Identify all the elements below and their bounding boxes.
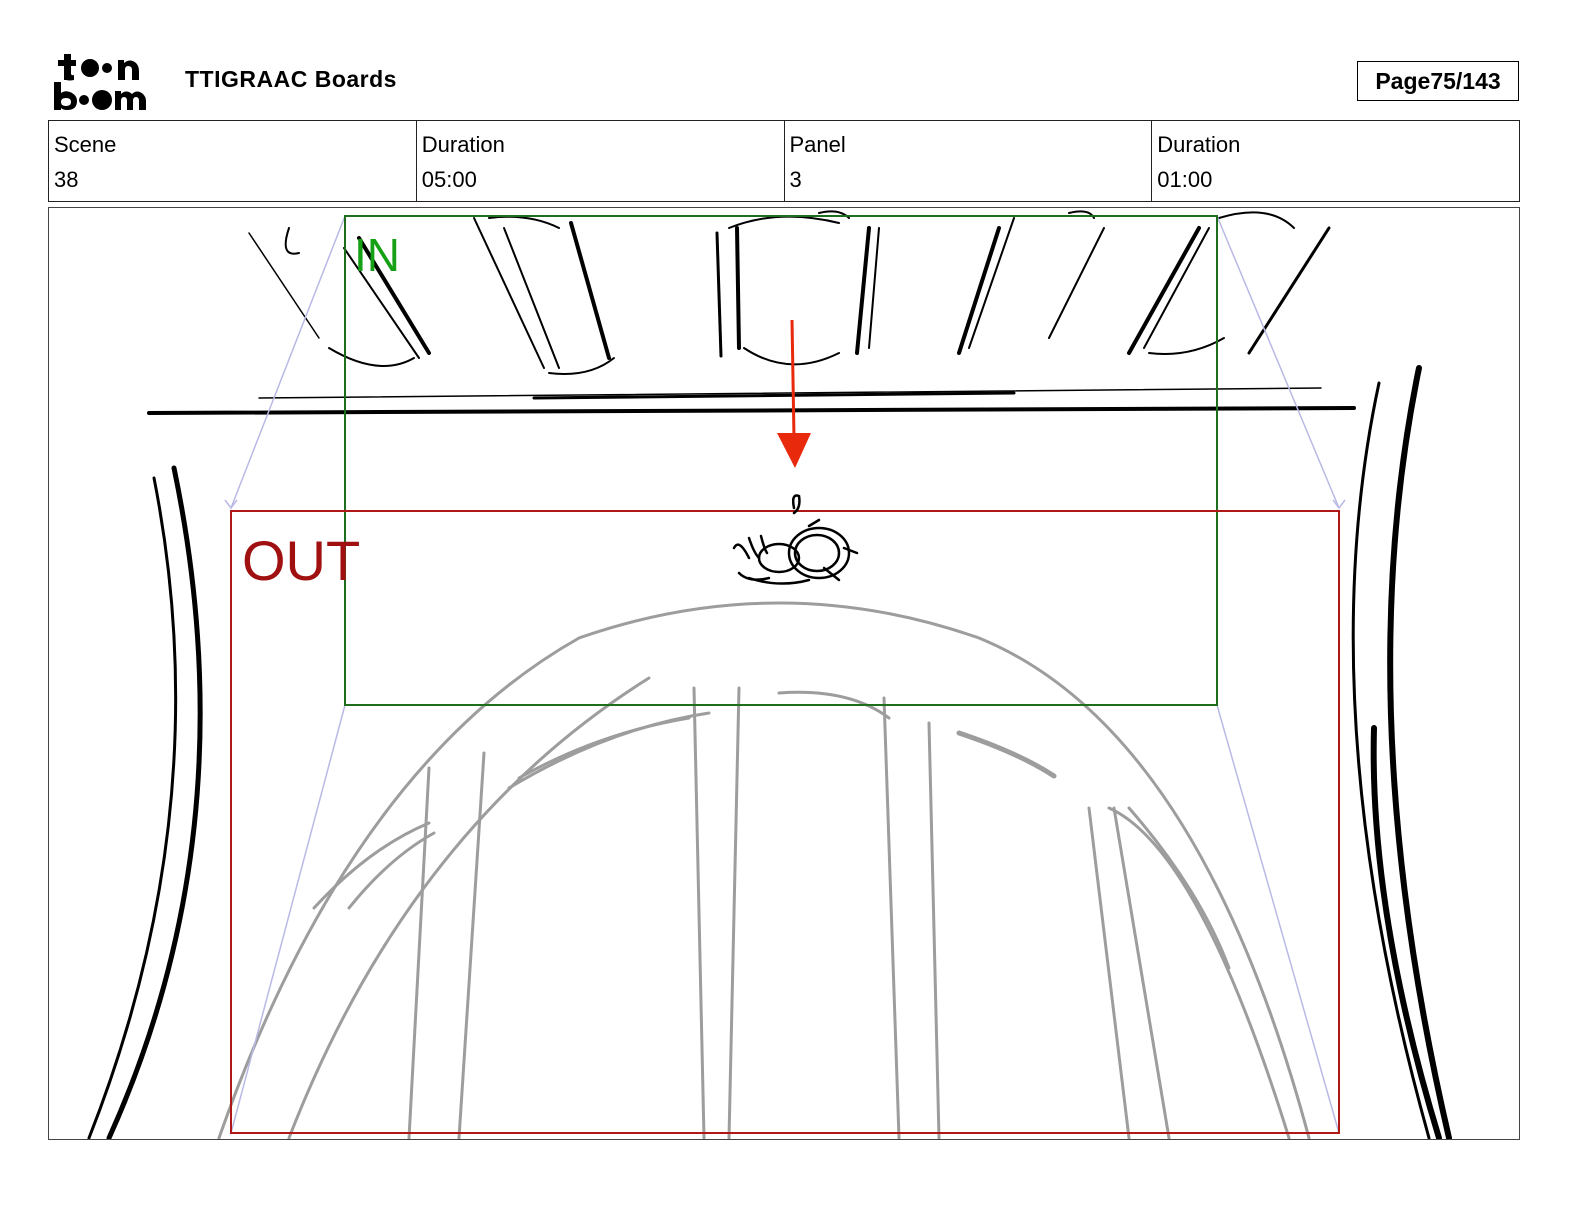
panel-label: Panel	[789, 132, 846, 157]
toonboom-logo-icon	[54, 54, 146, 110]
panel-duration-cell: Duration 01:00	[1152, 121, 1519, 201]
scene-duration-label: Duration	[421, 132, 505, 157]
out-frame-label: OUT	[242, 529, 361, 592]
panel-value: 3	[789, 167, 802, 192]
panel-duration-value: 01:00	[1157, 167, 1213, 192]
background-arch-sketch	[217, 601, 1311, 1139]
panel-duration-label: Duration	[1157, 132, 1241, 157]
page-indicator: Page 75/143	[1357, 61, 1519, 101]
out-camera-frame	[230, 510, 1340, 1134]
tire-tread-sketch	[248, 210, 1331, 375]
in-camera-frame	[344, 215, 1218, 706]
camera-move-lines	[224, 215, 1346, 1134]
in-frame-label: IN	[354, 229, 400, 281]
project-title: TTIGRAAC Boards	[185, 66, 397, 92]
side-tires-sketch	[87, 365, 1452, 1139]
scene-label: Scene	[54, 132, 117, 157]
scene-value: 38	[54, 167, 79, 192]
panel-cell: Panel 3	[785, 121, 1153, 201]
scene-cell: Scene 38	[49, 121, 417, 201]
red-arrow-icon	[777, 319, 811, 468]
storyboard-panel: IN OUT	[48, 207, 1520, 1140]
panel-info-table: Scene 38 Duration 05:00 Panel 3 Duration…	[48, 120, 1520, 202]
panel-sketch	[87, 210, 1452, 1139]
scene-duration-value: 05:00	[421, 167, 477, 192]
bug-character-sketch	[732, 494, 859, 585]
page-label: Page	[1375, 67, 1431, 94]
scene-duration-cell: Duration 05:00	[417, 121, 785, 201]
page-number: 75/143	[1430, 67, 1501, 94]
ground-lines-sketch	[147, 387, 1356, 415]
